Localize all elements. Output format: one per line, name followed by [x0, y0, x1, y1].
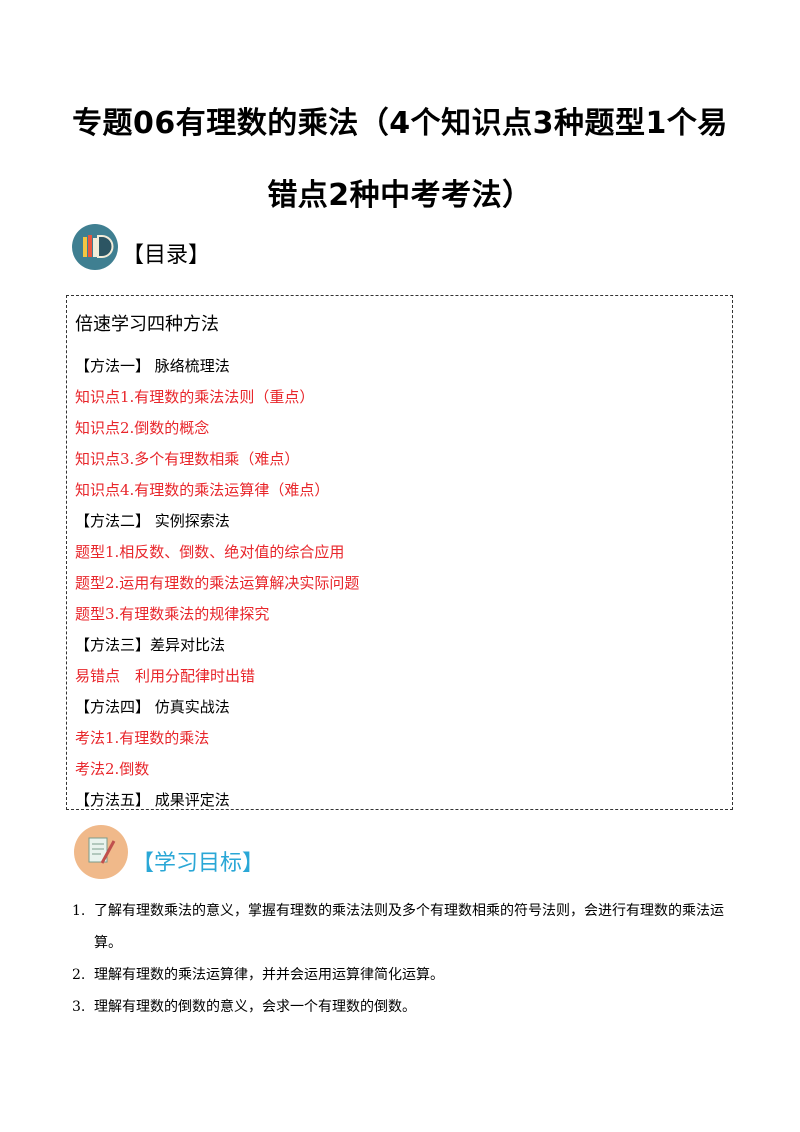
toc-label: 【目录】: [122, 243, 211, 268]
notepad-pencil-icon: [74, 825, 128, 879]
toc-link-item[interactable]: 考法2.倒数: [75, 760, 150, 778]
goal-label: 【学习目标】: [132, 851, 265, 876]
toc-method-item: 【方法二】 实例探索法: [75, 512, 230, 530]
goals-list: 1. 了解有理数乘法的意义，掌握有理数的乘法法则及多个有理数相乘的符号法则，会进行…: [72, 895, 737, 1023]
goal-item: 2. 理解有理数的乘法运算律，并并会运用运算律简化运算。: [72, 959, 737, 991]
toc-link-item[interactable]: 知识点1.有理数的乘法法则（重点）: [75, 388, 315, 406]
toc-link-item[interactable]: 题型3.有理数乘法的规律探究: [75, 605, 270, 623]
toc-heading: 倍速学习四种方法: [75, 314, 219, 335]
toc-link-item[interactable]: 题型1.相反数、倒数、绝对值的综合应用: [75, 543, 345, 561]
toc-method-item: 【方法一】 脉络梳理法: [75, 357, 230, 375]
goal-text: 了解有理数乘法的意义，掌握有理数的乘法法则及多个有理数相乘的符号法则，会进行有理…: [94, 903, 724, 951]
toc-link-item[interactable]: 知识点4.有理数的乘法运算律（难点）: [75, 481, 330, 499]
toc-header: 【目录】: [72, 218, 210, 270]
toc-method-item: 【方法四】 仿真实战法: [75, 698, 230, 716]
toc-link-item[interactable]: 考法1.有理数的乘法: [75, 729, 210, 747]
toc-method-item: 【方法五】 成果评定法: [75, 791, 230, 809]
goal-number: 3.: [72, 999, 86, 1015]
page-title-line1: 专题06有理数的乘法（4个知识点3种题型1个易: [72, 106, 728, 141]
toc-list: 【方法一】 脉络梳理法知识点1.有理数的乘法法则（重点） 知识点2.倒数的概念知识…: [75, 351, 359, 816]
goal-item: 1. 了解有理数乘法的意义，掌握有理数的乘法法则及多个有理数相乘的符号法则，会进行…: [72, 895, 737, 959]
page-title: 专题06有理数的乘法（4个知识点3种题型1个易 错点2种中考考法）: [40, 88, 760, 232]
goal-number: 2.: [72, 967, 86, 983]
toc-link-item[interactable]: 易错点 利用分配律时出错: [75, 667, 256, 685]
toc-link-item[interactable]: 题型2.运用有理数的乘法运算解决实际问题: [75, 574, 360, 592]
toc-box: 倍速学习四种方法 【方法一】 脉络梳理法知识点1.有理数的乘法法则（重点） 知识点…: [66, 295, 733, 810]
books-icon: [72, 224, 118, 270]
toc-method-item: 【方法三】差异对比法: [75, 636, 226, 654]
page-title-line2: 错点2种中考考法）: [267, 178, 533, 213]
goal-header: 【学习目标】: [74, 822, 264, 882]
toc-link-item[interactable]: 知识点2.倒数的概念: [75, 419, 210, 437]
goal-number: 1.: [72, 903, 86, 919]
goal-item: 3. 理解有理数的倒数的意义，会求一个有理数的倒数。: [72, 991, 737, 1023]
goal-text: 理解有理数的倒数的意义，会求一个有理数的倒数。: [94, 999, 416, 1015]
toc-link-item[interactable]: 知识点3.多个有理数相乘（难点）: [75, 450, 300, 468]
goal-text: 理解有理数的乘法运算律，并并会运用运算律简化运算。: [94, 967, 444, 983]
